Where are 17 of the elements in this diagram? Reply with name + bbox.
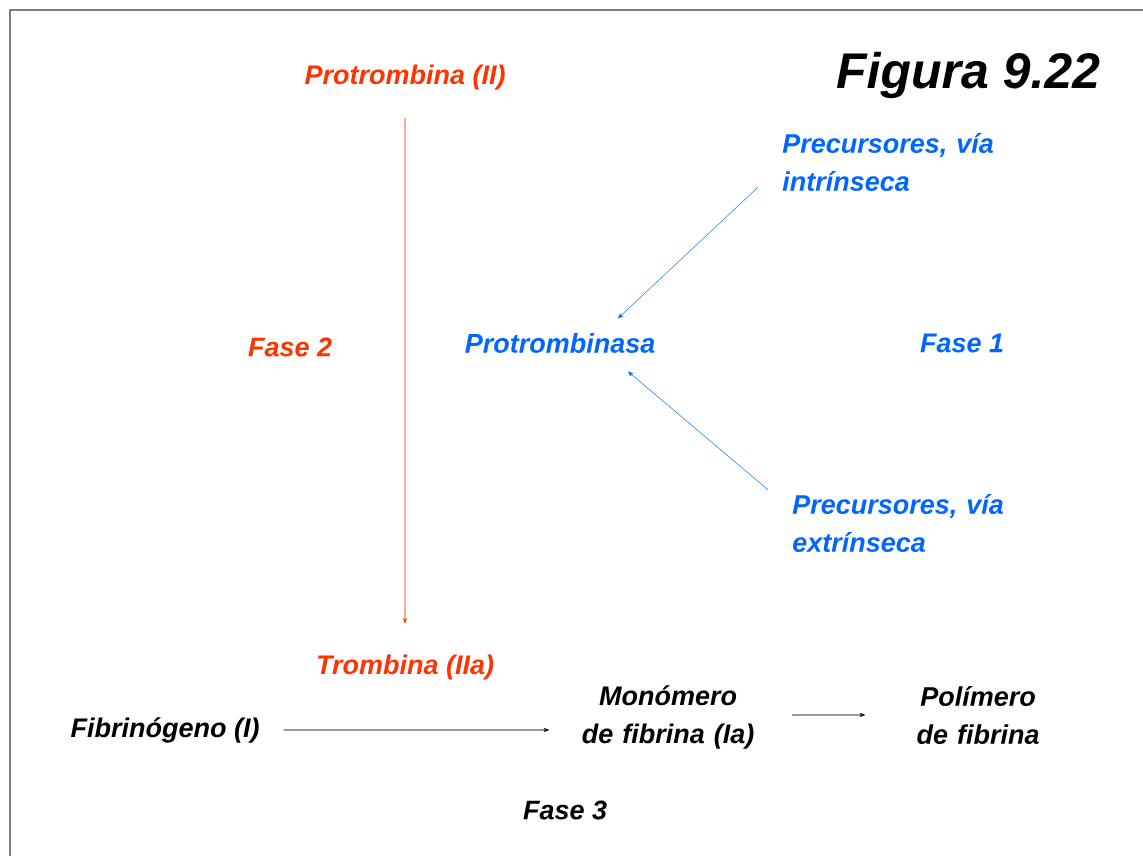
phase-label: Fase 1 (920, 333, 1003, 353)
node-label: Fibrinógeno (I) (71, 717, 259, 743)
node-label: Polímero de fibrina (917, 685, 1039, 745)
node-label: Protrombinasa (465, 333, 655, 353)
arrow (628, 371, 769, 491)
arrow (403, 117, 407, 624)
node-label: Precursores, vía extrínseca (792, 493, 1003, 553)
phase-label: Fase 3 (523, 800, 607, 820)
node-label: Monómero de fibrina (Ia) (582, 685, 754, 749)
arrow (791, 713, 865, 717)
node-label: Protrombina (II) (305, 64, 505, 90)
node-label: Precursores, vía intrínseca (782, 132, 993, 192)
figure-title: Figura 9.22 (836, 51, 1100, 99)
phase-label: Fase 2 (248, 337, 332, 357)
node-label: Trombina (IIa) (317, 654, 494, 680)
arrow (283, 728, 549, 732)
arrow (617, 186, 759, 319)
